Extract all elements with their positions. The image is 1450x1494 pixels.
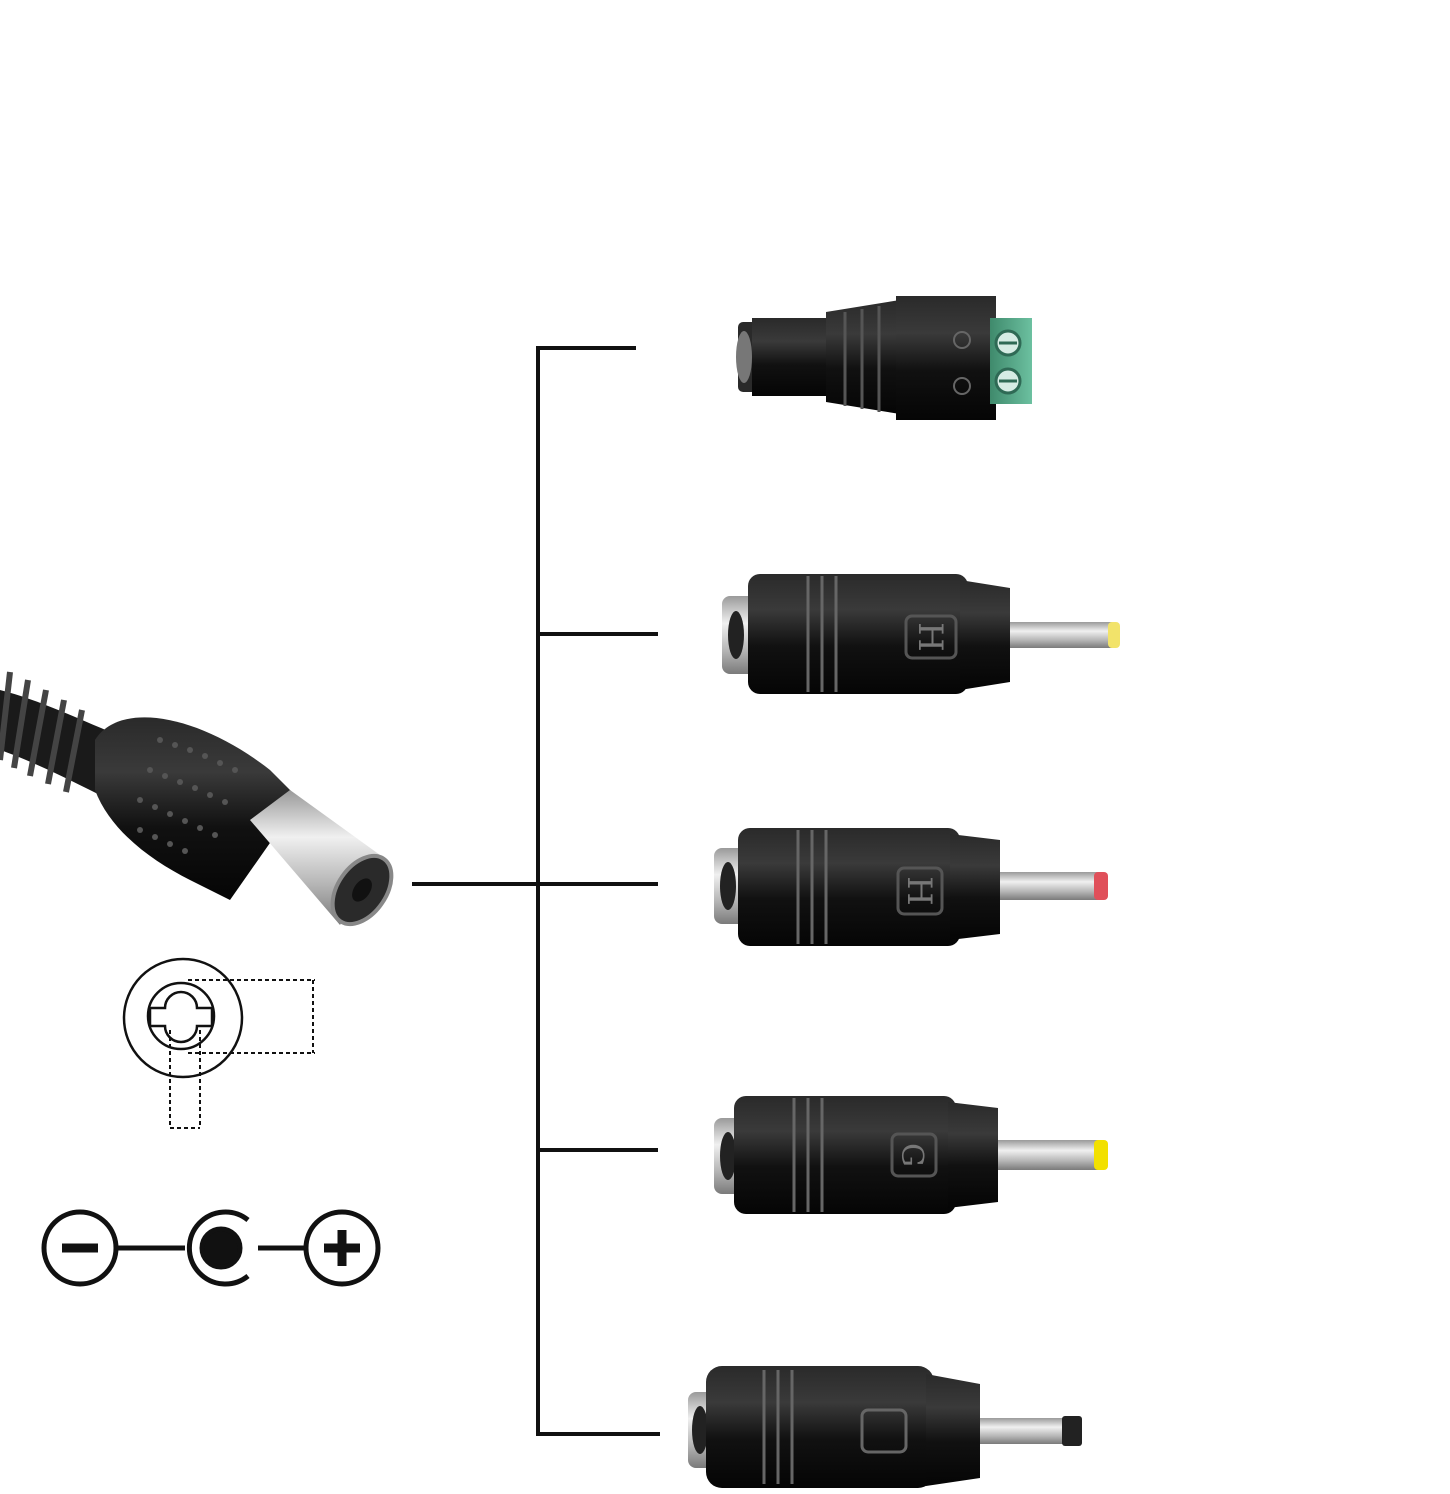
tip-4-color xyxy=(1062,1416,1082,1446)
tip-1-color xyxy=(1108,622,1120,648)
dimension-diagram xyxy=(122,957,315,1129)
adapter-tip-4-icon xyxy=(688,1366,1082,1488)
connector-tree xyxy=(412,346,660,1436)
polarity-symbol xyxy=(41,1209,381,1287)
tip-3-color xyxy=(1094,1140,1108,1170)
adapter-terminal-block-icon xyxy=(736,296,1032,420)
tip-2-marker: H xyxy=(899,876,939,906)
center-pin-icon xyxy=(186,1209,250,1287)
tip-1-marker: H xyxy=(910,622,950,652)
tip-2-color xyxy=(1094,872,1108,900)
adapter-tip-3-icon xyxy=(714,1096,1108,1214)
dc-plug-icon xyxy=(0,671,394,927)
adapter-tip-1-icon xyxy=(722,574,1120,694)
adapter-tip-2-icon xyxy=(714,828,1108,946)
tip-3-marker: G xyxy=(894,1143,929,1167)
positive-icon xyxy=(303,1209,381,1287)
